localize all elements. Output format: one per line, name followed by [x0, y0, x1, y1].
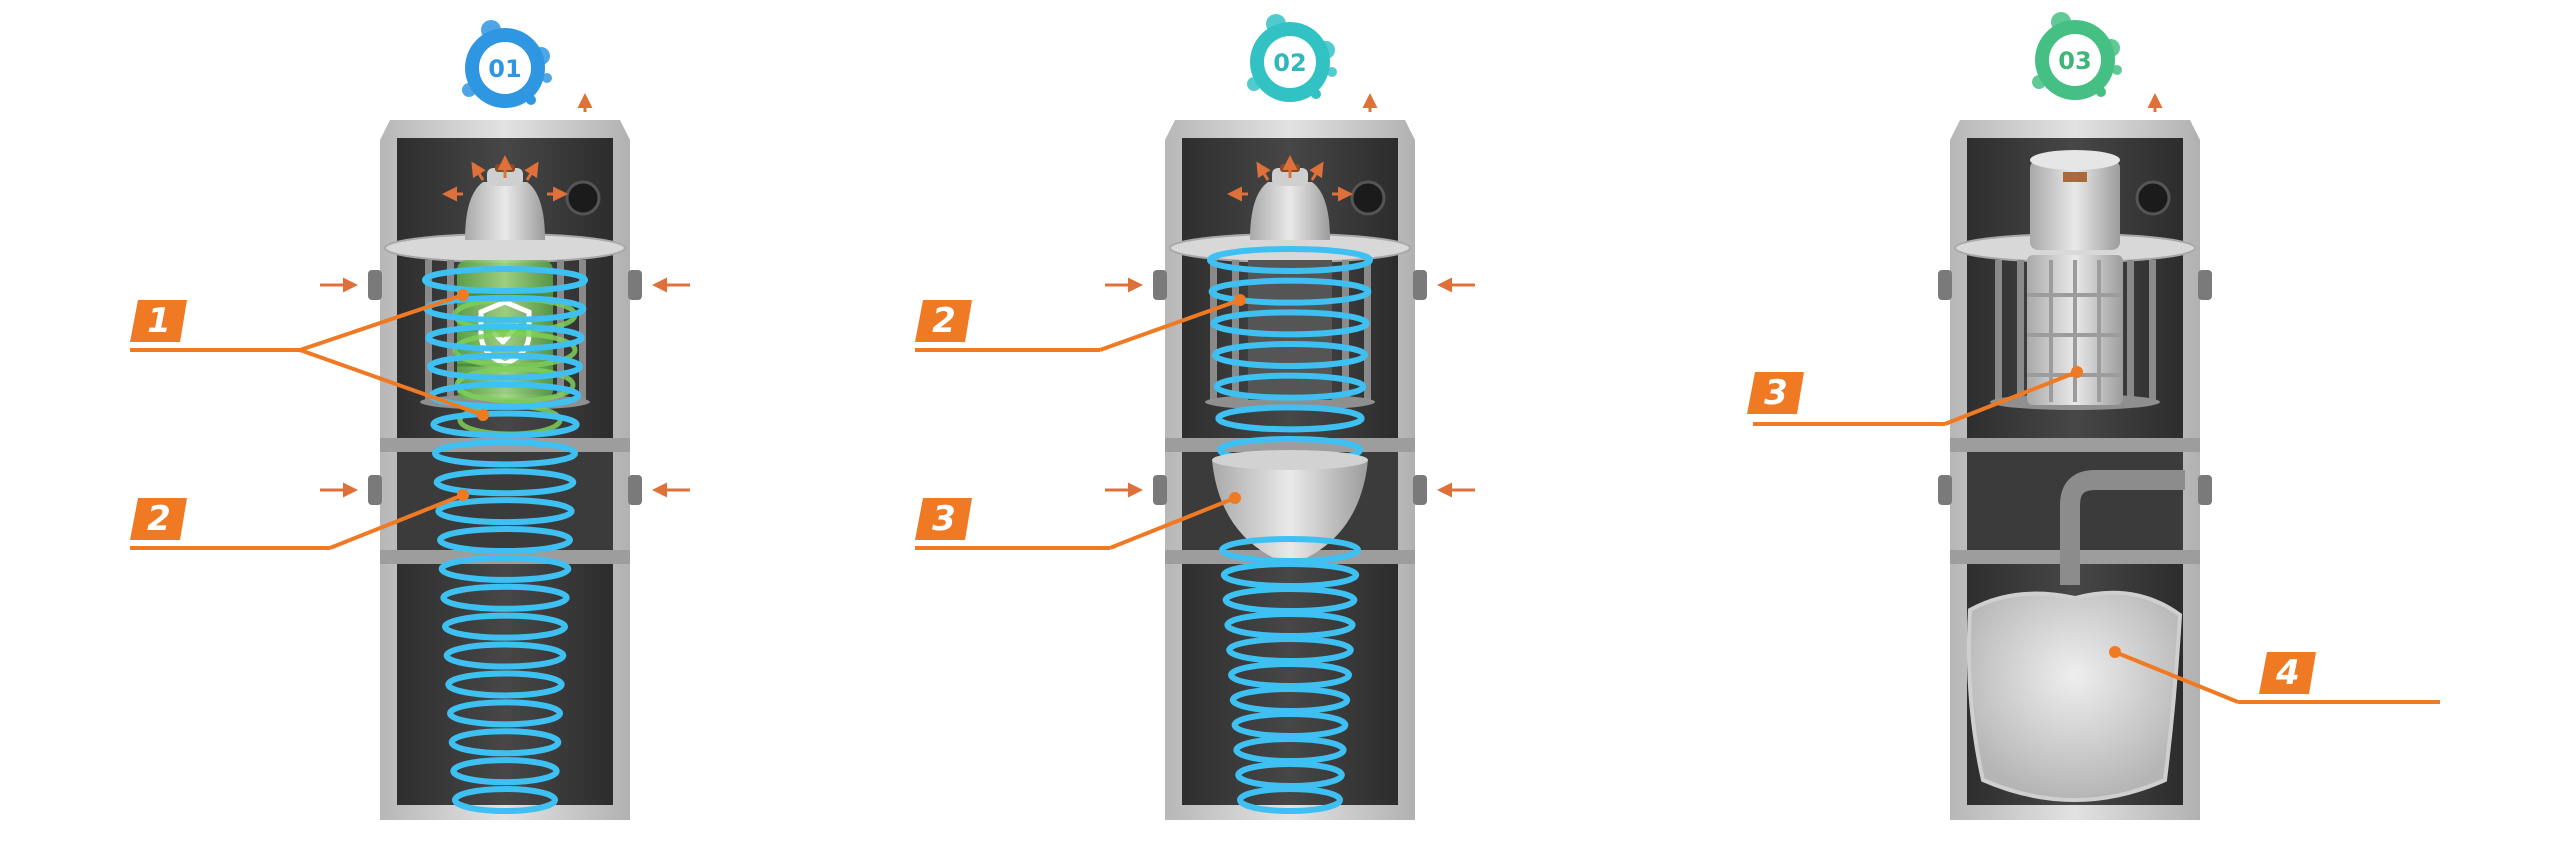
- airflow-coil: [445, 670, 565, 699]
- callout-number: 4: [2275, 653, 2300, 693]
- step-number-1: 01: [488, 55, 521, 83]
- airflow-coil: [422, 266, 588, 294]
- airflow-coil: [438, 554, 572, 583]
- airflow-coil: [450, 757, 560, 786]
- airflow-coil: [1207, 246, 1373, 274]
- callout-4: 4: [2109, 646, 2440, 704]
- cartridge-filter: [2027, 255, 2123, 405]
- airflow-coil: [427, 352, 583, 381]
- callout-3: 3: [915, 492, 1241, 550]
- callout-number: 2: [932, 301, 956, 341]
- callout-number: 1: [147, 301, 171, 341]
- step-number-2: 02: [1273, 49, 1306, 77]
- airflow-coil: [440, 583, 570, 612]
- panel-2: 02 2 3: [915, 14, 1475, 822]
- motor-top: [2030, 150, 2120, 250]
- airflow-coil: [1210, 309, 1370, 338]
- inlet-pipe: [2060, 470, 2185, 585]
- airflow-coil: [437, 526, 573, 554]
- step-number-3: 03: [2058, 47, 2091, 75]
- step-badge-1: 01: [462, 20, 552, 108]
- airflow-coil: [425, 323, 585, 352]
- dust-bag: [1966, 590, 2183, 802]
- airflow-coil: [452, 786, 558, 814]
- callout-number: 3: [1764, 373, 1788, 413]
- step-badge-2: 02: [1247, 14, 1337, 102]
- airflow-spiral-lower: [1219, 536, 1361, 814]
- callout-number: 3: [932, 499, 956, 539]
- callout-3: 3: [1747, 366, 2083, 426]
- callout-2: 2: [130, 489, 469, 550]
- airflow-coil: [1212, 341, 1368, 369]
- callout-number: 2: [147, 499, 171, 539]
- callout-1: 1: [130, 289, 489, 421]
- airflow-coil: [442, 612, 568, 641]
- airflow-coil: [1208, 277, 1372, 306]
- airflow-coil: [443, 641, 567, 670]
- panel-3: 03: [1747, 12, 2440, 822]
- airflow-coil: [1215, 404, 1365, 433]
- airflow-coil: [1213, 372, 1367, 401]
- airflow-coil: [1237, 786, 1343, 814]
- airflow-coil: [447, 699, 563, 728]
- airflow-coil: [432, 439, 578, 468]
- airflow-coil: [430, 410, 580, 439]
- panel-1: 01: [130, 20, 690, 822]
- airflow-coil: [435, 497, 575, 526]
- step-badge-3: 03: [2032, 12, 2122, 100]
- airflow-coil: [433, 468, 577, 497]
- airflow-coil: [448, 728, 562, 757]
- callout-2: 2: [915, 294, 1246, 352]
